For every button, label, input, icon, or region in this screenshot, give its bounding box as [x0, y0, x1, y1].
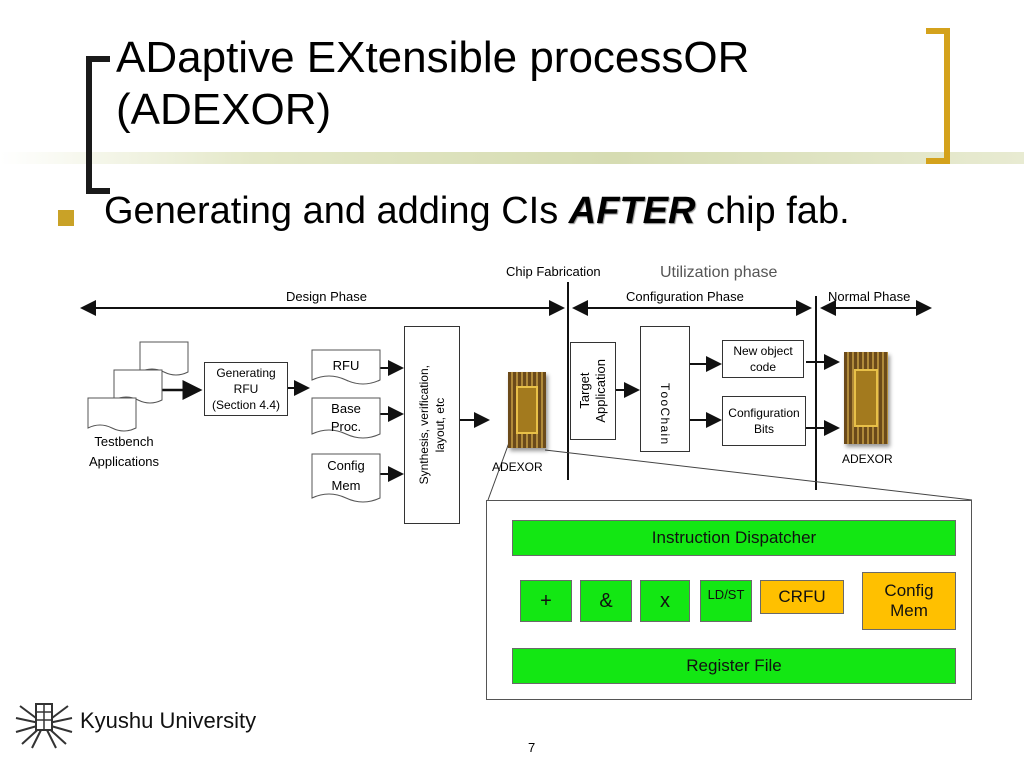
generating-rfu-box: Generating RFU (Section 4.4) [204, 362, 288, 416]
adexor-chip-left-icon [508, 372, 546, 448]
bullet-text: Generating and adding CIs AFTER chip fab… [104, 190, 850, 233]
title-bracket-right [926, 28, 950, 164]
synthesis-text: Synthesis, verification, layout, etc [416, 365, 448, 484]
synthesis-line1: Synthesis, verification, [417, 365, 431, 485]
ldst-unit-block: LD/ST [700, 580, 752, 622]
tool-chain-text: T o o C h a i n [658, 382, 672, 443]
configuration-phase-label: Configuration Phase [626, 289, 744, 304]
title-line-1: ADaptive EXtensible processOR [116, 33, 750, 82]
config-mem-detail-line1: Config [884, 581, 934, 600]
config-mem-design-line2: Mem [331, 478, 361, 493]
adexor-left-label: ADEXOR [492, 460, 543, 474]
adexor-chip-right-icon [844, 352, 888, 444]
testbench-doc-stack [87, 341, 189, 432]
slide-title: ADaptive EXtensible processOR (ADEXOR) [116, 32, 749, 136]
page-number: 7 [528, 740, 536, 755]
configuration-bits-line2: Bits [753, 422, 774, 436]
bullet-prefix: Generating and adding CIs [104, 190, 569, 232]
config-mem-detail-block: Config Mem [862, 572, 956, 630]
target-application-line1: Target [577, 372, 592, 410]
rfu-label: RFU [332, 358, 360, 373]
tool-chain-box: T o o C h a i n [640, 326, 690, 452]
generating-rfu-line3: (Section 4.4) [211, 398, 281, 412]
config-mem-design-label: Config Mem [312, 456, 380, 496]
instruction-dispatcher-block: Instruction Dispatcher [512, 520, 956, 556]
target-application-line2: Application [593, 359, 608, 423]
new-object-code-box: New object code [722, 340, 804, 378]
university-name: Kyushu University [80, 708, 257, 733]
adexor-right-label: ADEXOR [842, 452, 893, 466]
testbench-applications-label: Testbench Applications [88, 434, 160, 469]
register-file-block: Register File [512, 648, 956, 684]
adder-unit-block: + [520, 580, 572, 622]
normal-phase-label: Normal Phase [828, 289, 911, 304]
and-unit-block: & [580, 580, 632, 622]
bullet-square-icon [58, 210, 74, 226]
generating-rfu-line2: RFU [233, 382, 259, 396]
new-object-line1: New object [733, 344, 793, 358]
configuration-bits-line1: Configuration [728, 406, 800, 420]
synthesis-line2: layout, etc [433, 397, 447, 453]
header-band [0, 152, 1024, 164]
new-object-line2: code [749, 360, 777, 374]
config-mem-design-line1: Config [327, 458, 365, 473]
config-mem-detail-line2: Mem [890, 601, 928, 620]
target-application-box: Target Application [570, 342, 616, 440]
bullet-emphasis: AFTER [568, 190, 696, 232]
utilization-phase-label: Utilization phase [660, 264, 778, 281]
generating-rfu-line1: Generating [216, 366, 276, 380]
crfu-block: CRFU [760, 580, 844, 614]
base-proc-line2: Proc. [330, 419, 362, 434]
synthesis-box: Synthesis, verification, layout, etc [404, 326, 460, 524]
base-proc-label: Base Proc. [312, 400, 380, 436]
multiplier-unit-block: x [640, 580, 690, 622]
base-proc-line1: Base [331, 401, 361, 416]
kyushu-university-logo-icon [15, 703, 73, 749]
bullet-suffix: chip fab. [695, 190, 850, 232]
title-bracket-left [86, 56, 110, 194]
configuration-bits-box: Configuration Bits [722, 396, 806, 446]
design-phase-label: Design Phase [286, 289, 367, 304]
chip-fabrication-label: Chip Fabrication [506, 264, 601, 279]
target-application-text: Target Application [577, 359, 609, 423]
title-line-2: (ADEXOR) [116, 85, 332, 134]
